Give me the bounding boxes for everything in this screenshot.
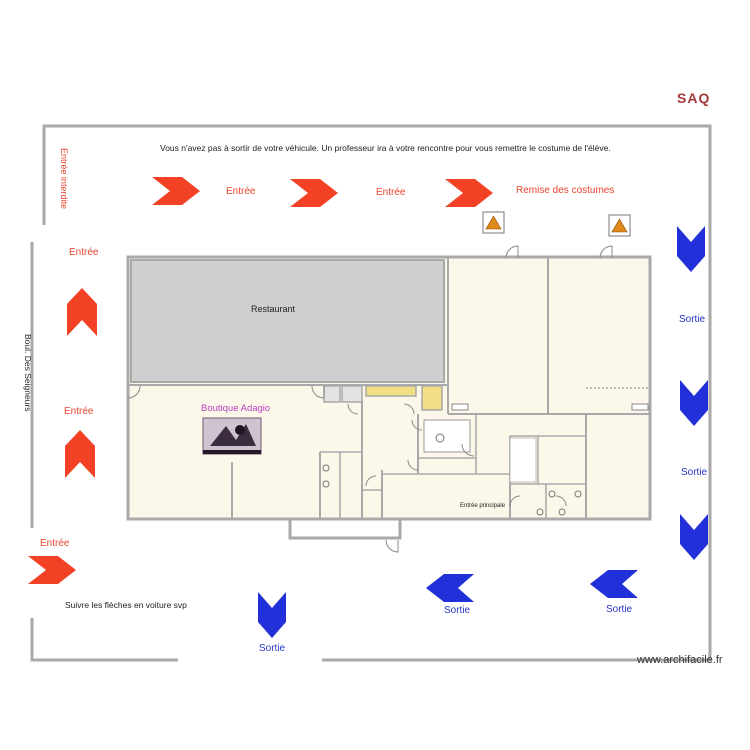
sortie-label-5: Sortie [259,643,286,654]
blue-arrows [258,226,708,638]
sortie-label-3: Sortie [444,605,471,616]
entree-label-2: Entrée [376,187,406,198]
arrow-right-icon [28,556,76,584]
entree-label-3: Entrée [69,247,99,258]
arrow-up-icon [65,430,95,478]
restaurant-label: Restaurant [251,304,296,314]
arrow-right-icon [290,179,338,207]
notice-text: Vous n'avez pas à sortir de votre véhicu… [160,143,611,153]
entree-label-1: Entrée [226,186,256,197]
building [126,245,652,553]
suivre-fleches-text: Suivre les flèches en voiture svp [65,600,187,610]
warning-icon [482,211,505,234]
boulevard-label: Boul. Des Seigneurs [23,334,33,412]
boutique-label: Boutique Adagio [201,403,271,414]
remise-costumes-label: Remise des costumes [516,185,615,196]
arrow-right-icon [445,179,493,207]
arrow-right-icon [152,177,200,205]
entree-label-5: Entrée [40,538,70,549]
arrow-down-icon [258,592,286,638]
watermark: www.archifacile.fr [637,654,723,666]
arrow-left-icon [590,570,638,598]
red-arrows [28,177,493,584]
parking-perimeter [30,124,712,662]
sortie-label-4: Sortie [606,604,633,615]
entree-principale-label: Entrée principale [460,503,506,509]
boutique-logo [202,417,262,455]
sortie-label-2: Sortie [681,467,708,478]
arrow-down-icon [677,226,705,272]
warning-icon [608,214,631,237]
arrow-down-icon [680,514,708,560]
arrow-down-icon [680,380,708,426]
entree-interdite-label: Entrée interdite [59,148,69,210]
sortie-label-1: Sortie [679,314,706,325]
saq-label: SAQ [677,90,711,106]
entree-label-4: Entrée [64,406,94,417]
restaurant-room [130,259,445,383]
arrow-up-icon [67,288,97,336]
arrow-left-icon [426,574,474,602]
